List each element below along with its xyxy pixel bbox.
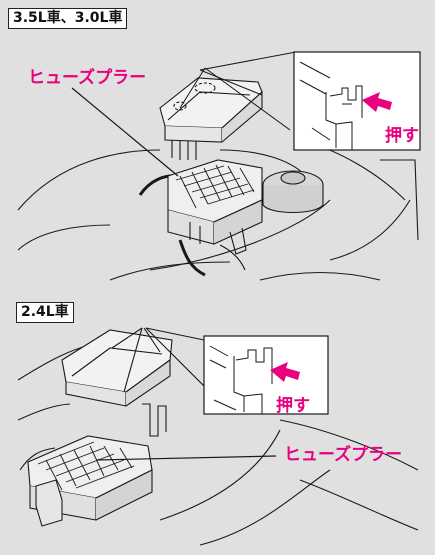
top-section-heading: 3.5L車、3.0L車	[8, 8, 128, 29]
bottom-section-heading: 2.4L車	[16, 302, 74, 323]
top-push-label: 押す	[385, 126, 419, 146]
bottom-fuse-puller-label: ヒューズプラー	[284, 445, 403, 465]
top-fuse-puller-label: ヒューズプラー	[28, 68, 147, 88]
bottom-push-label: 押す	[276, 396, 310, 416]
top-engine-bay-illustration	[17, 51, 421, 281]
push-arrow-icon	[362, 92, 392, 112]
push-arrow-icon	[270, 362, 300, 382]
